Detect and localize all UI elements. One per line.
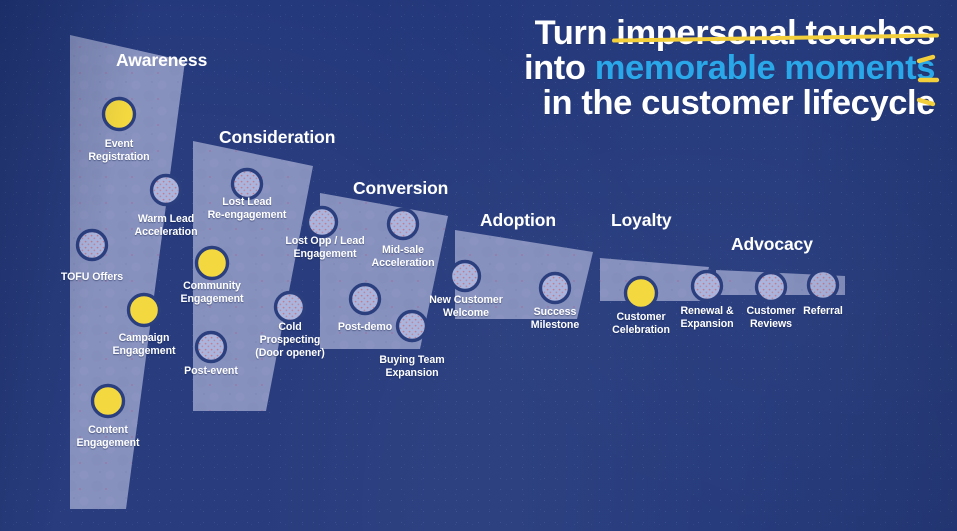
node-dot-texture <box>198 334 224 360</box>
sparkle-icon <box>916 54 940 107</box>
node-dot-texture <box>309 209 335 235</box>
headline-line-2: into memorable moments <box>415 51 935 86</box>
funnel-node-marker[interactable] <box>806 268 840 302</box>
node-label: Campaign Engagement <box>112 332 176 357</box>
stage-title-consideration: Consideration <box>219 127 336 147</box>
node-label: Customer Celebration <box>612 311 670 336</box>
node-label: Renewal & Expansion <box>680 305 734 330</box>
headline-line-1: Turn impersonal touches <box>415 14 936 52</box>
node-dot-texture <box>390 211 416 237</box>
funnel-node-markers <box>75 96 840 419</box>
funnel-node-marker[interactable] <box>194 245 230 281</box>
stage-title-advocacy: Advocacy <box>731 234 813 254</box>
node-label: New Customer Welcome <box>429 294 503 319</box>
funnel-node-marker[interactable] <box>149 173 183 207</box>
funnel-node-marker[interactable] <box>194 330 228 364</box>
funnel-node-marker[interactable] <box>395 309 429 343</box>
stage-title-awareness: Awareness <box>116 50 208 70</box>
node-dot-texture <box>452 263 478 289</box>
node-label: Warm Lead Acceleration <box>134 213 198 238</box>
node-dot-texture <box>234 171 260 197</box>
node-label: Lost Opp / Lead Engagement <box>285 235 365 260</box>
funnel-node-marker[interactable] <box>126 292 162 328</box>
funnel-node-marker[interactable] <box>75 228 109 262</box>
funnel-node-marker[interactable] <box>273 290 307 324</box>
headline: Turn impersonal touches into memorable m… <box>415 14 936 123</box>
node-label: Buying Team Expansion <box>379 354 445 379</box>
node-label: Referral <box>803 305 843 317</box>
node-label: Lost Lead Re-engagement <box>207 196 287 221</box>
funnel-node-marker[interactable] <box>448 259 482 293</box>
node-circle-highlighted <box>623 275 659 311</box>
headline-line-3: in the customer lifecycle <box>542 84 935 123</box>
node-dot-texture <box>79 232 105 258</box>
node-label: Content Engagement <box>76 424 140 449</box>
node-circle-highlighted <box>194 245 230 281</box>
node-circle-highlighted <box>126 292 162 328</box>
stage-title-adoption: Adoption <box>480 210 556 230</box>
node-label: TOFU Offers <box>60 271 124 283</box>
node-dot-texture <box>694 273 720 299</box>
headline-accent-text: memorable moments <box>594 49 936 88</box>
funnel-node-marker[interactable] <box>101 96 137 132</box>
stage-title-loyalty: Loyalty <box>611 210 672 230</box>
node-dot-texture <box>542 275 568 301</box>
node-label: Mid-sale Acceleration <box>371 244 435 269</box>
node-dot-texture <box>277 294 303 320</box>
stage-title-conversion: Conversion <box>353 178 449 198</box>
node-label: Success Milestone <box>530 306 580 331</box>
headline-struck-text: impersonal touches <box>616 14 935 52</box>
node-label: Event Registration <box>88 138 150 163</box>
node-dot-texture <box>153 177 179 203</box>
node-dot-texture <box>352 286 378 312</box>
funnel-node-marker[interactable] <box>386 207 420 241</box>
node-dot-texture <box>810 272 836 298</box>
node-label: Post-event <box>184 365 238 377</box>
node-label: Post-demo <box>337 321 393 333</box>
funnel-node-marker[interactable] <box>690 269 724 303</box>
funnel-node-marker[interactable] <box>230 167 264 201</box>
funnel-node-marker[interactable] <box>623 275 659 311</box>
node-dot-texture <box>399 313 425 339</box>
node-circle-highlighted <box>90 383 126 419</box>
funnel-node-marker[interactable] <box>305 205 339 239</box>
funnel-node-marker[interactable] <box>348 282 382 316</box>
node-dot-texture <box>758 274 784 300</box>
headline-turn-text: Turn <box>534 14 617 52</box>
funnel-node-marker[interactable] <box>538 271 572 305</box>
node-label: Cold Prospecting (Door opener) <box>255 321 325 359</box>
node-label: Customer Reviews <box>746 305 796 330</box>
funnel-node-marker[interactable] <box>754 270 788 304</box>
node-label: Community Engagement <box>180 280 244 305</box>
funnel-node-marker[interactable] <box>90 383 126 419</box>
node-circle-highlighted <box>101 96 137 132</box>
headline-into-text: into <box>523 49 595 88</box>
